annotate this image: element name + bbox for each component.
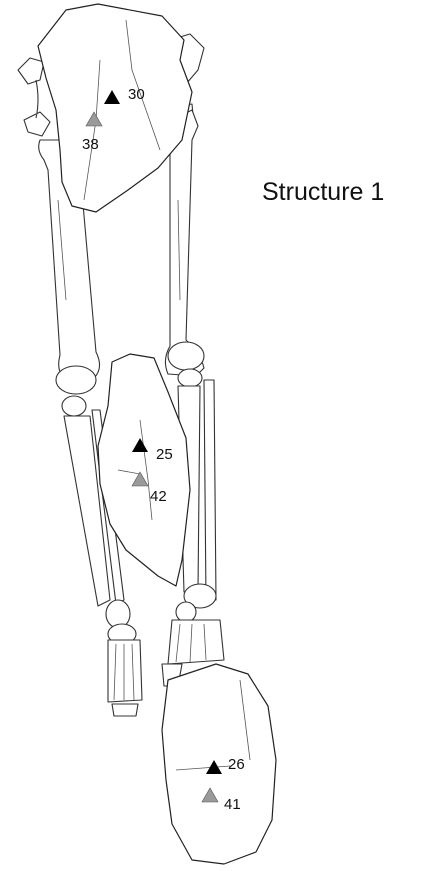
structure-title: Structure 1 [262,178,384,206]
marker-label-30: 30 [128,86,145,103]
marker-label-26: 26 [228,756,245,773]
marker-label-42: 42 [150,488,167,505]
lower-slab [162,664,276,864]
marker-label-41: 41 [224,796,241,813]
marker-label-38: 38 [82,136,99,153]
left-foot [106,600,142,716]
marker-label-25: 25 [156,446,173,463]
